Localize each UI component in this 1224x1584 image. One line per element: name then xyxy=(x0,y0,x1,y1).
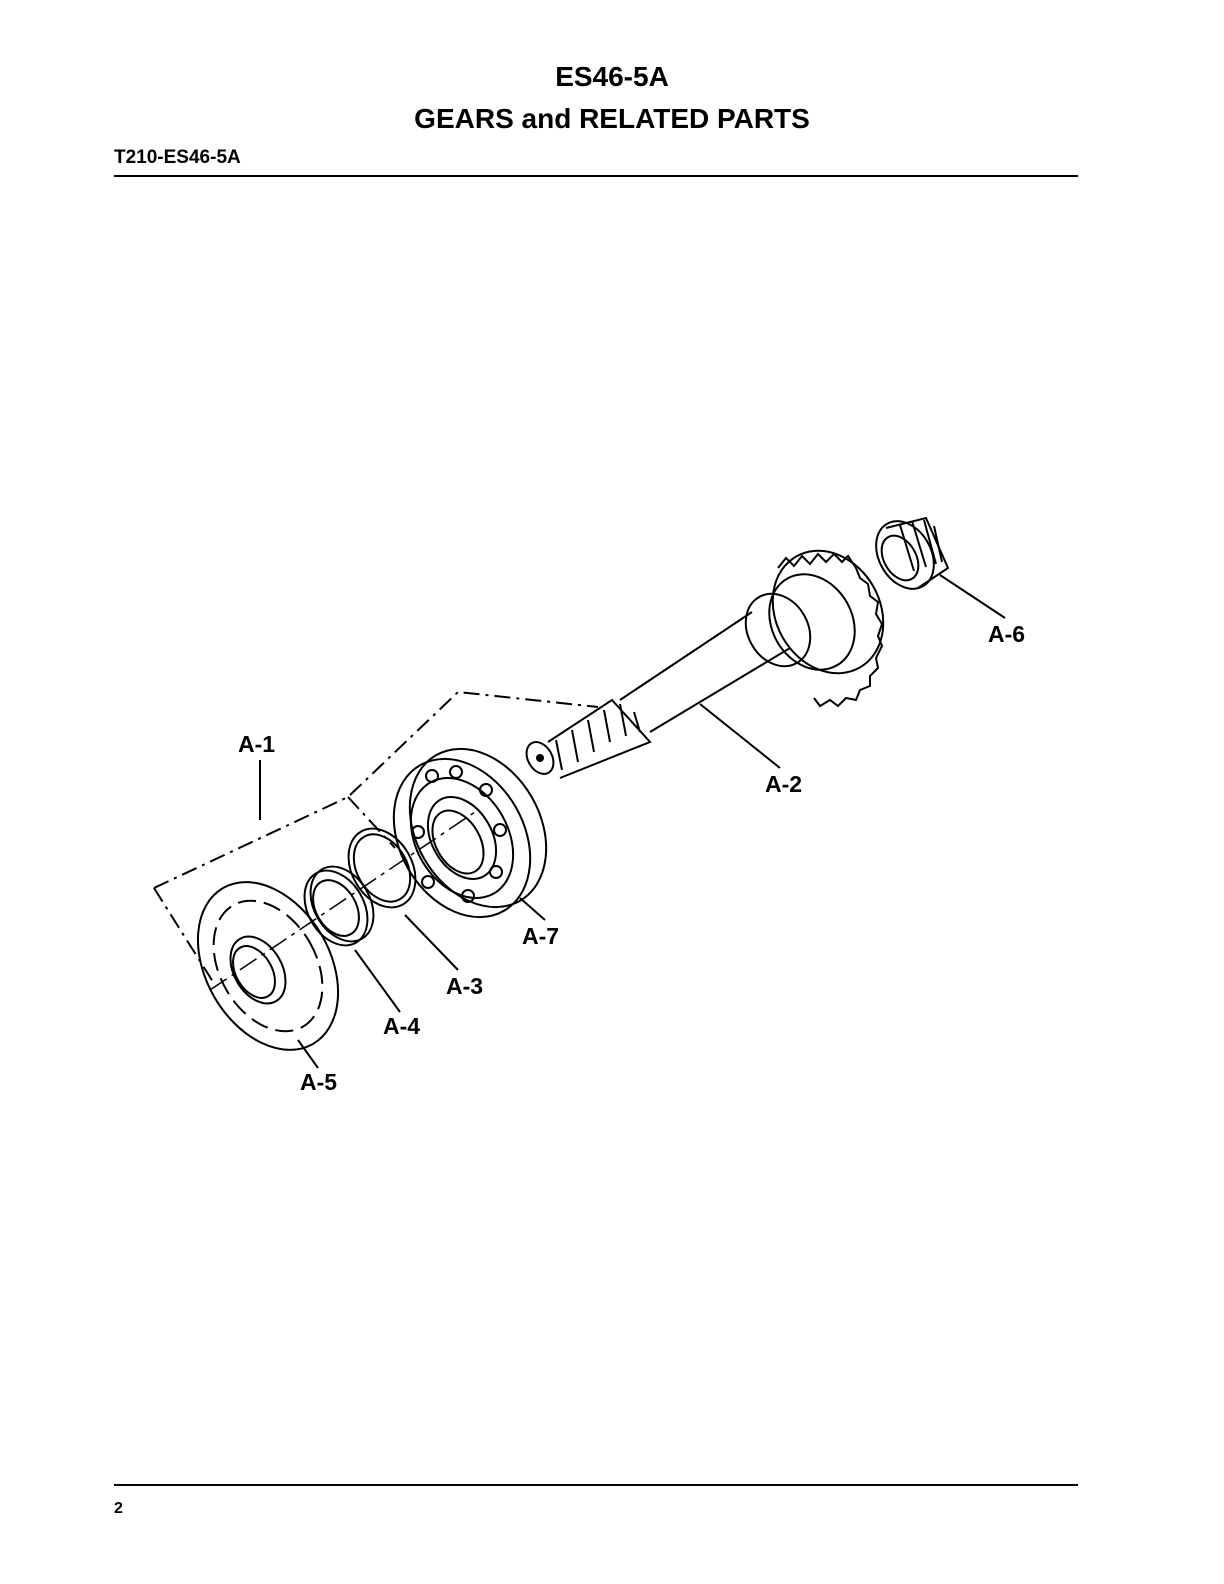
callout-a1: A-1 xyxy=(238,731,275,757)
page-title: ES46-5A xyxy=(555,61,669,92)
callout-a6: A-6 xyxy=(988,621,1025,647)
page-subtitle: GEARS and RELATED PARTS xyxy=(414,103,810,134)
oil-seal xyxy=(196,881,340,1051)
roller-bearing xyxy=(875,516,950,590)
callout-a2: A-2 xyxy=(765,771,802,797)
assembly-bracket xyxy=(153,690,599,986)
callout-a4: A-4 xyxy=(383,1013,420,1039)
header-divider xyxy=(114,175,1078,177)
footer-divider xyxy=(114,1484,1078,1486)
callout-a3: A-3 xyxy=(446,973,483,999)
snap-ring xyxy=(347,827,417,909)
collar xyxy=(303,865,375,947)
input-shaft xyxy=(525,549,885,779)
callout-a5: A-5 xyxy=(300,1069,337,1095)
page-number: 2 xyxy=(114,1500,123,1517)
document-code: T210-ES46-5A xyxy=(114,147,241,168)
callout-a7: A-7 xyxy=(522,923,559,949)
